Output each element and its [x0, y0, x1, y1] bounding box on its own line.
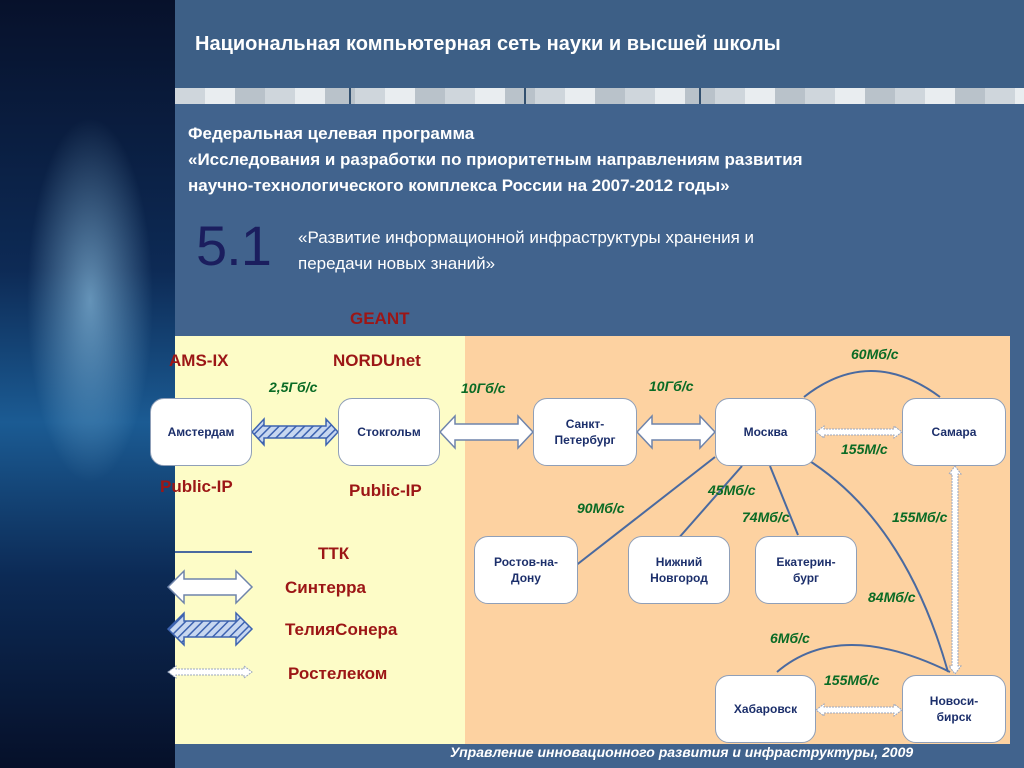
link-khabarovsk-arc	[776, 644, 951, 673]
node-label: Петербург	[554, 433, 616, 447]
speed-samara-novosibirsk: 155Мб/с	[892, 509, 948, 525]
legend-rostelecom-arrow	[167, 665, 253, 679]
speed-khabarovsk-novosibirsk: 155Мб/с	[824, 672, 880, 688]
arrow-amsterdam-stockholm	[250, 417, 340, 447]
section-number: 5.1	[196, 214, 272, 277]
link-moscow-nnovgorod	[676, 465, 743, 541]
arrow-samara-novosibirsk	[948, 465, 962, 675]
label-nordunet: NORDUnet	[333, 351, 421, 370]
node-label: Ростов-на-	[494, 555, 558, 569]
node-label: Новоси-	[929, 694, 979, 708]
arrow-khabarovsk-novosibirsk	[815, 703, 903, 717]
program-description: Федеральная целевая программа «Исследова…	[188, 121, 1018, 199]
node-amsterdam: Амстердам	[150, 398, 252, 466]
speed-moscow-nnovgorod: 45Мб/с	[708, 482, 756, 498]
legend-teliasonera-arrow	[166, 611, 254, 647]
node-novosibirsk: Новоси-бирск	[902, 675, 1006, 743]
node-ekaterinburg: Екатерин-бург	[755, 536, 857, 604]
speed-stockholm-spb: 10Гб/с	[461, 380, 506, 396]
footer-credit: Управление инновационного развития и инф…	[450, 744, 914, 760]
legend-teliasonera-label: ТелияСонера	[285, 620, 398, 639]
link-lines	[569, 370, 951, 673]
speed-amsterdam-stockholm: 2,5Гб/с	[269, 379, 318, 395]
node-saint-petersburg: Санкт- Петербург	[533, 398, 637, 466]
legend-symbols	[166, 551, 254, 679]
speed-moscow-ekaterinburg: 74Мб/с	[742, 509, 790, 525]
program-line: Федеральная целевая программа	[188, 124, 475, 143]
node-label: Амстердам	[167, 425, 235, 439]
label-public-ip: Public-IP	[349, 481, 422, 500]
arrow-spb-moscow	[635, 414, 717, 450]
section-title-line: передачи новых знаний»	[298, 254, 496, 273]
stripe-divider	[349, 88, 351, 104]
speed-moscow-rostov: 90Мб/с	[577, 500, 625, 516]
title-bar	[175, 0, 1024, 88]
link-moscow-rostov	[569, 456, 716, 571]
legend-ttk-label: ТТК	[318, 544, 350, 563]
legend-rostelecom-label: Ростелеком	[288, 664, 388, 683]
arrow-stockholm-spb	[438, 414, 535, 450]
node-samara: Самара	[902, 398, 1006, 466]
arrow-moscow-samara	[815, 425, 903, 439]
node-label: Нижний	[655, 555, 703, 569]
speed-moscow-samara-arc: 60Мб/с	[851, 346, 899, 362]
node-label: Санкт-	[565, 417, 605, 431]
node-moscow: Москва	[715, 398, 816, 466]
label-geant: GEANT	[350, 309, 410, 328]
speed-khabarovsk-arc: 6Мб/с	[770, 630, 810, 646]
node-label: Самара	[931, 425, 977, 439]
label-public-ip: Public-IP	[160, 477, 233, 496]
node-label: Дону	[511, 571, 541, 585]
stripe-divider	[524, 88, 526, 104]
speed-spb-moscow: 10Гб/с	[649, 378, 694, 394]
node-rostov: Ростов-на- Дону	[474, 536, 578, 604]
stripe-divider	[699, 88, 701, 104]
node-label: Стокгольм	[357, 425, 421, 439]
decorative-stripe	[175, 88, 1024, 104]
section-title-line: «Развитие информационной инфраструктуры …	[298, 228, 755, 247]
speed-moscow-novosibirsk: 84Мб/с	[868, 589, 916, 605]
node-label: Хабаровск	[733, 702, 798, 716]
decorative-side-image	[0, 0, 175, 768]
label-ams-ix: AMS-IX	[169, 351, 229, 370]
page-title: Национальная компьютерная сеть науки и в…	[195, 33, 781, 55]
program-line: «Исследования и разработки по приоритетн…	[188, 150, 803, 169]
node-label: Екатерин-	[776, 555, 836, 569]
node-label: бирск	[936, 710, 972, 724]
node-label: Москва	[743, 425, 788, 439]
link-moscow-ekaterinburg	[769, 465, 799, 536]
node-label: бург	[792, 571, 820, 585]
link-moscow-samara-arc	[803, 370, 941, 398]
legend-synterra-arrow	[166, 569, 254, 605]
speed-moscow-samara: 155М/с	[841, 441, 888, 457]
node-khabarovsk: Хабаровск	[715, 675, 816, 743]
section-title: «Развитие информационной инфраструктуры …	[298, 225, 938, 277]
legend-synterra-label: Синтерра	[285, 578, 366, 597]
node-stockholm: Стокгольм	[338, 398, 440, 466]
program-line: научно-технологического комплекса России…	[188, 176, 730, 195]
link-moscow-novosibirsk	[804, 457, 949, 673]
node-label: Новгород	[650, 571, 708, 585]
